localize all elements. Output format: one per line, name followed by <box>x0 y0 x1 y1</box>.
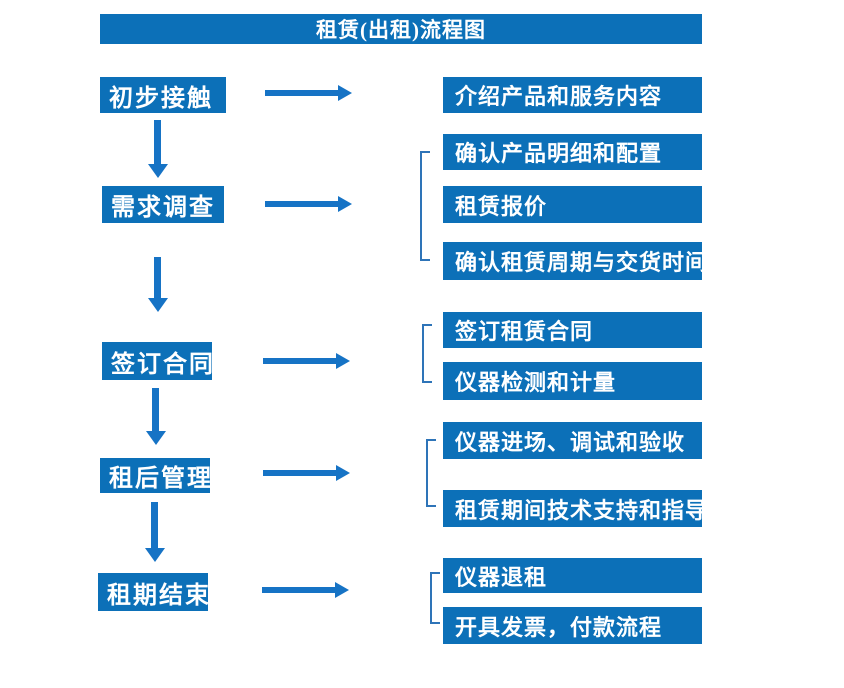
detail-box-tech-support: 租赁期间技术支持和指导 <box>443 490 707 527</box>
detail-box-rental-quote: 租赁报价 <box>443 186 702 223</box>
detail-box-confirm-product-spec: 确认产品明细和配置 <box>443 134 702 170</box>
detail-box-invoice-payment: 开具发票，付款流程 <box>443 607 702 644</box>
detail-box-instrument-setup: 仪器进场、调试和验收 <box>443 422 702 459</box>
detail-box-introduce-products: 介绍产品和服务内容 <box>443 77 702 113</box>
diagram-title: 租赁(出租)流程图 <box>100 14 702 44</box>
detail-box-instrument-return: 仪器退租 <box>443 558 702 593</box>
group-bracket <box>430 572 440 624</box>
group-bracket <box>426 439 436 507</box>
arrow-right-icon <box>265 201 338 207</box>
arrow-right-icon <box>263 358 336 364</box>
step-box-initial-contact: 初步接触 <box>100 77 226 113</box>
step-box-post-rental-mgmt: 租后管理 <box>100 458 211 493</box>
arrow-right-icon <box>265 90 338 96</box>
detail-box-instrument-testing: 仪器检测和计量 <box>443 362 702 400</box>
arrow-down-icon <box>151 502 158 548</box>
arrow-right-icon <box>262 587 335 593</box>
detail-box-sign-rental-contract: 签订租赁合同 <box>443 312 702 348</box>
arrow-right-icon <box>263 470 336 476</box>
group-bracket <box>420 151 430 261</box>
arrow-down-icon <box>154 120 161 164</box>
step-box-rental-end: 租期结束 <box>98 573 209 611</box>
detail-box-confirm-period: 确认租赁周期与交货时间 <box>443 242 707 280</box>
step-box-sign-contract: 签订合同 <box>102 342 213 380</box>
step-box-demand-survey: 需求调查 <box>102 186 224 223</box>
arrow-down-icon <box>152 388 159 431</box>
arrow-down-icon <box>154 257 161 298</box>
group-bracket <box>422 324 432 383</box>
